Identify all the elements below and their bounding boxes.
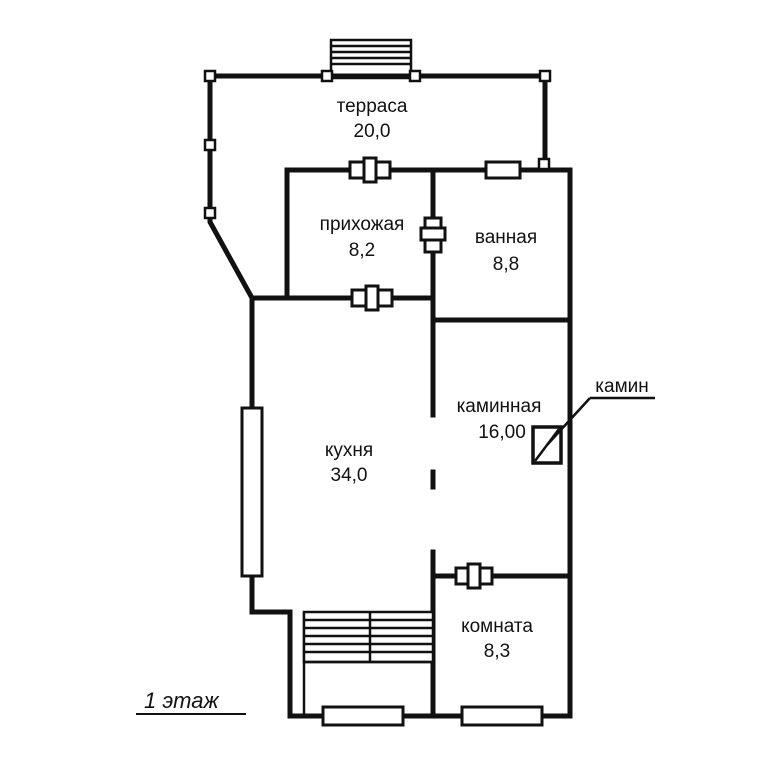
floor-label: 1 этаж [144,688,219,713]
door-hallway-kitchen [350,284,394,312]
hallway-area: 8,2 [349,240,375,261]
fireplace-room-area: 16,00 [478,422,526,443]
door-hallway-bathroom [419,216,447,254]
door-terrace-hallway [348,156,392,184]
terrace-posts [203,69,552,220]
staircase [302,610,435,664]
bathroom-name: ванная [475,227,537,248]
kitchen-name: кухня [325,440,373,461]
windows [240,160,544,727]
room-area: 8,3 [484,641,510,662]
hallway-name: прихожая [320,214,405,235]
stair-window [321,705,405,727]
fireplace-callout: камин [595,376,648,397]
terrace-area: 20,0 [354,121,391,142]
terrace-steps [329,38,413,80]
fireplace [531,396,655,465]
door-kitchen-room [454,562,494,590]
bathroom-window [484,160,522,180]
kitchen-window [240,406,264,578]
terrace-name: терраса [337,96,408,117]
doors [348,156,494,590]
room-window [460,705,544,727]
kitchen-area: 34,0 [331,465,368,486]
room-name: комната [461,616,533,637]
bathroom-area: 8,8 [493,254,519,275]
fireplace-room-name: каминная [457,396,542,417]
